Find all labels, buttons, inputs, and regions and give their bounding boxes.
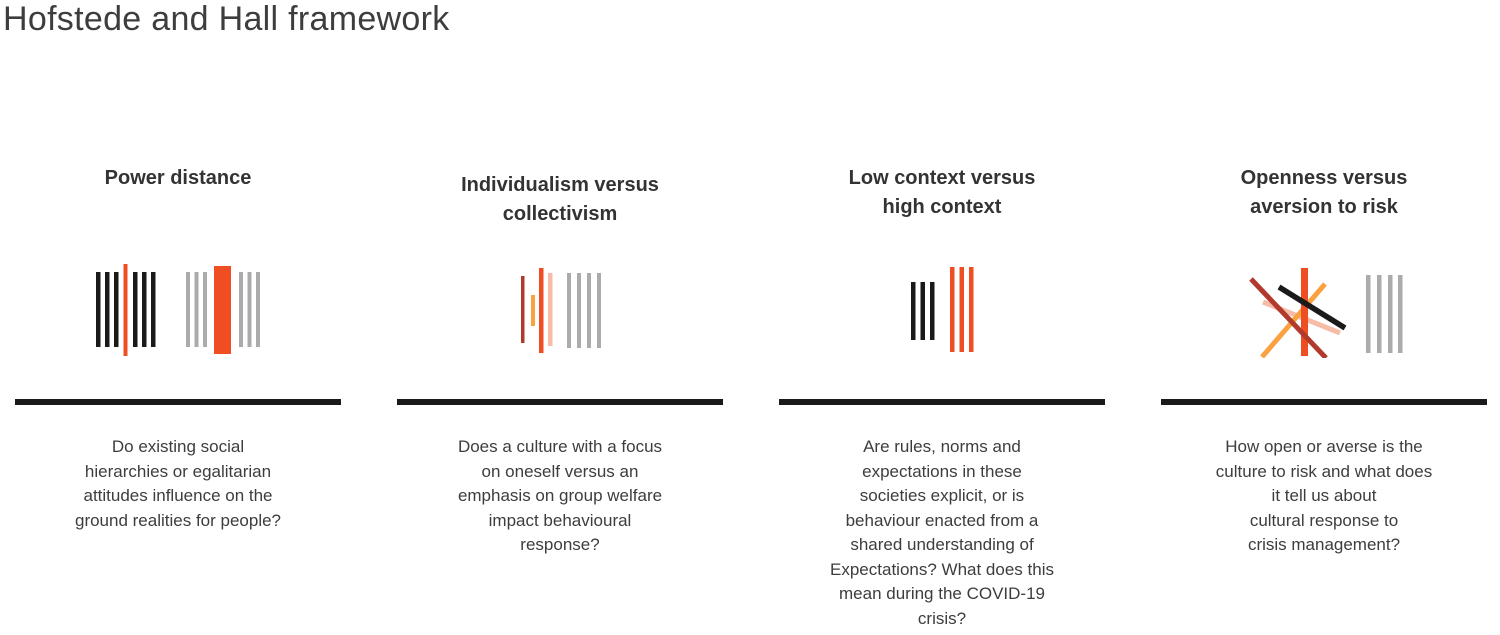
divider-line xyxy=(779,399,1105,405)
individualism-collectivism-icon xyxy=(397,255,723,365)
dimension-description: Are rules, norms and expectations in the… xyxy=(830,437,1054,628)
power-distance-icon xyxy=(15,255,341,365)
framework-column-context: Low context versus high context Are rule… xyxy=(779,164,1105,631)
divider-line xyxy=(397,399,723,405)
framework-column-openness: Openness versus aversion to risk How ope… xyxy=(1161,164,1487,631)
openness-aversion-risk-icon xyxy=(1161,255,1487,365)
dimension-description: Does a culture with a focus on oneself v… xyxy=(457,437,663,554)
dimension-title: Individualism versus collectivism xyxy=(461,174,659,225)
dimension-title: Power distance xyxy=(104,167,252,189)
framework-columns: Power distance Do existing social hierar… xyxy=(15,164,1487,631)
divider-line xyxy=(15,399,341,405)
dimension-title: Openness versus aversion to risk xyxy=(1240,167,1408,218)
framework-column-individualism: Individualism versus collectivism Does a… xyxy=(397,164,723,631)
dimension-description: Do existing social hierarchies or egalit… xyxy=(74,437,282,530)
framework-column-power-distance: Power distance Do existing social hierar… xyxy=(15,164,341,631)
page-title: Hofstede and Hall framework xyxy=(3,0,450,38)
dimension-title: Low context versus high context xyxy=(848,167,1036,218)
low-context-high-context-icon xyxy=(779,255,1105,365)
dimension-description: How open or averse is the culture to ris… xyxy=(1215,437,1433,554)
divider-line xyxy=(1161,399,1487,405)
